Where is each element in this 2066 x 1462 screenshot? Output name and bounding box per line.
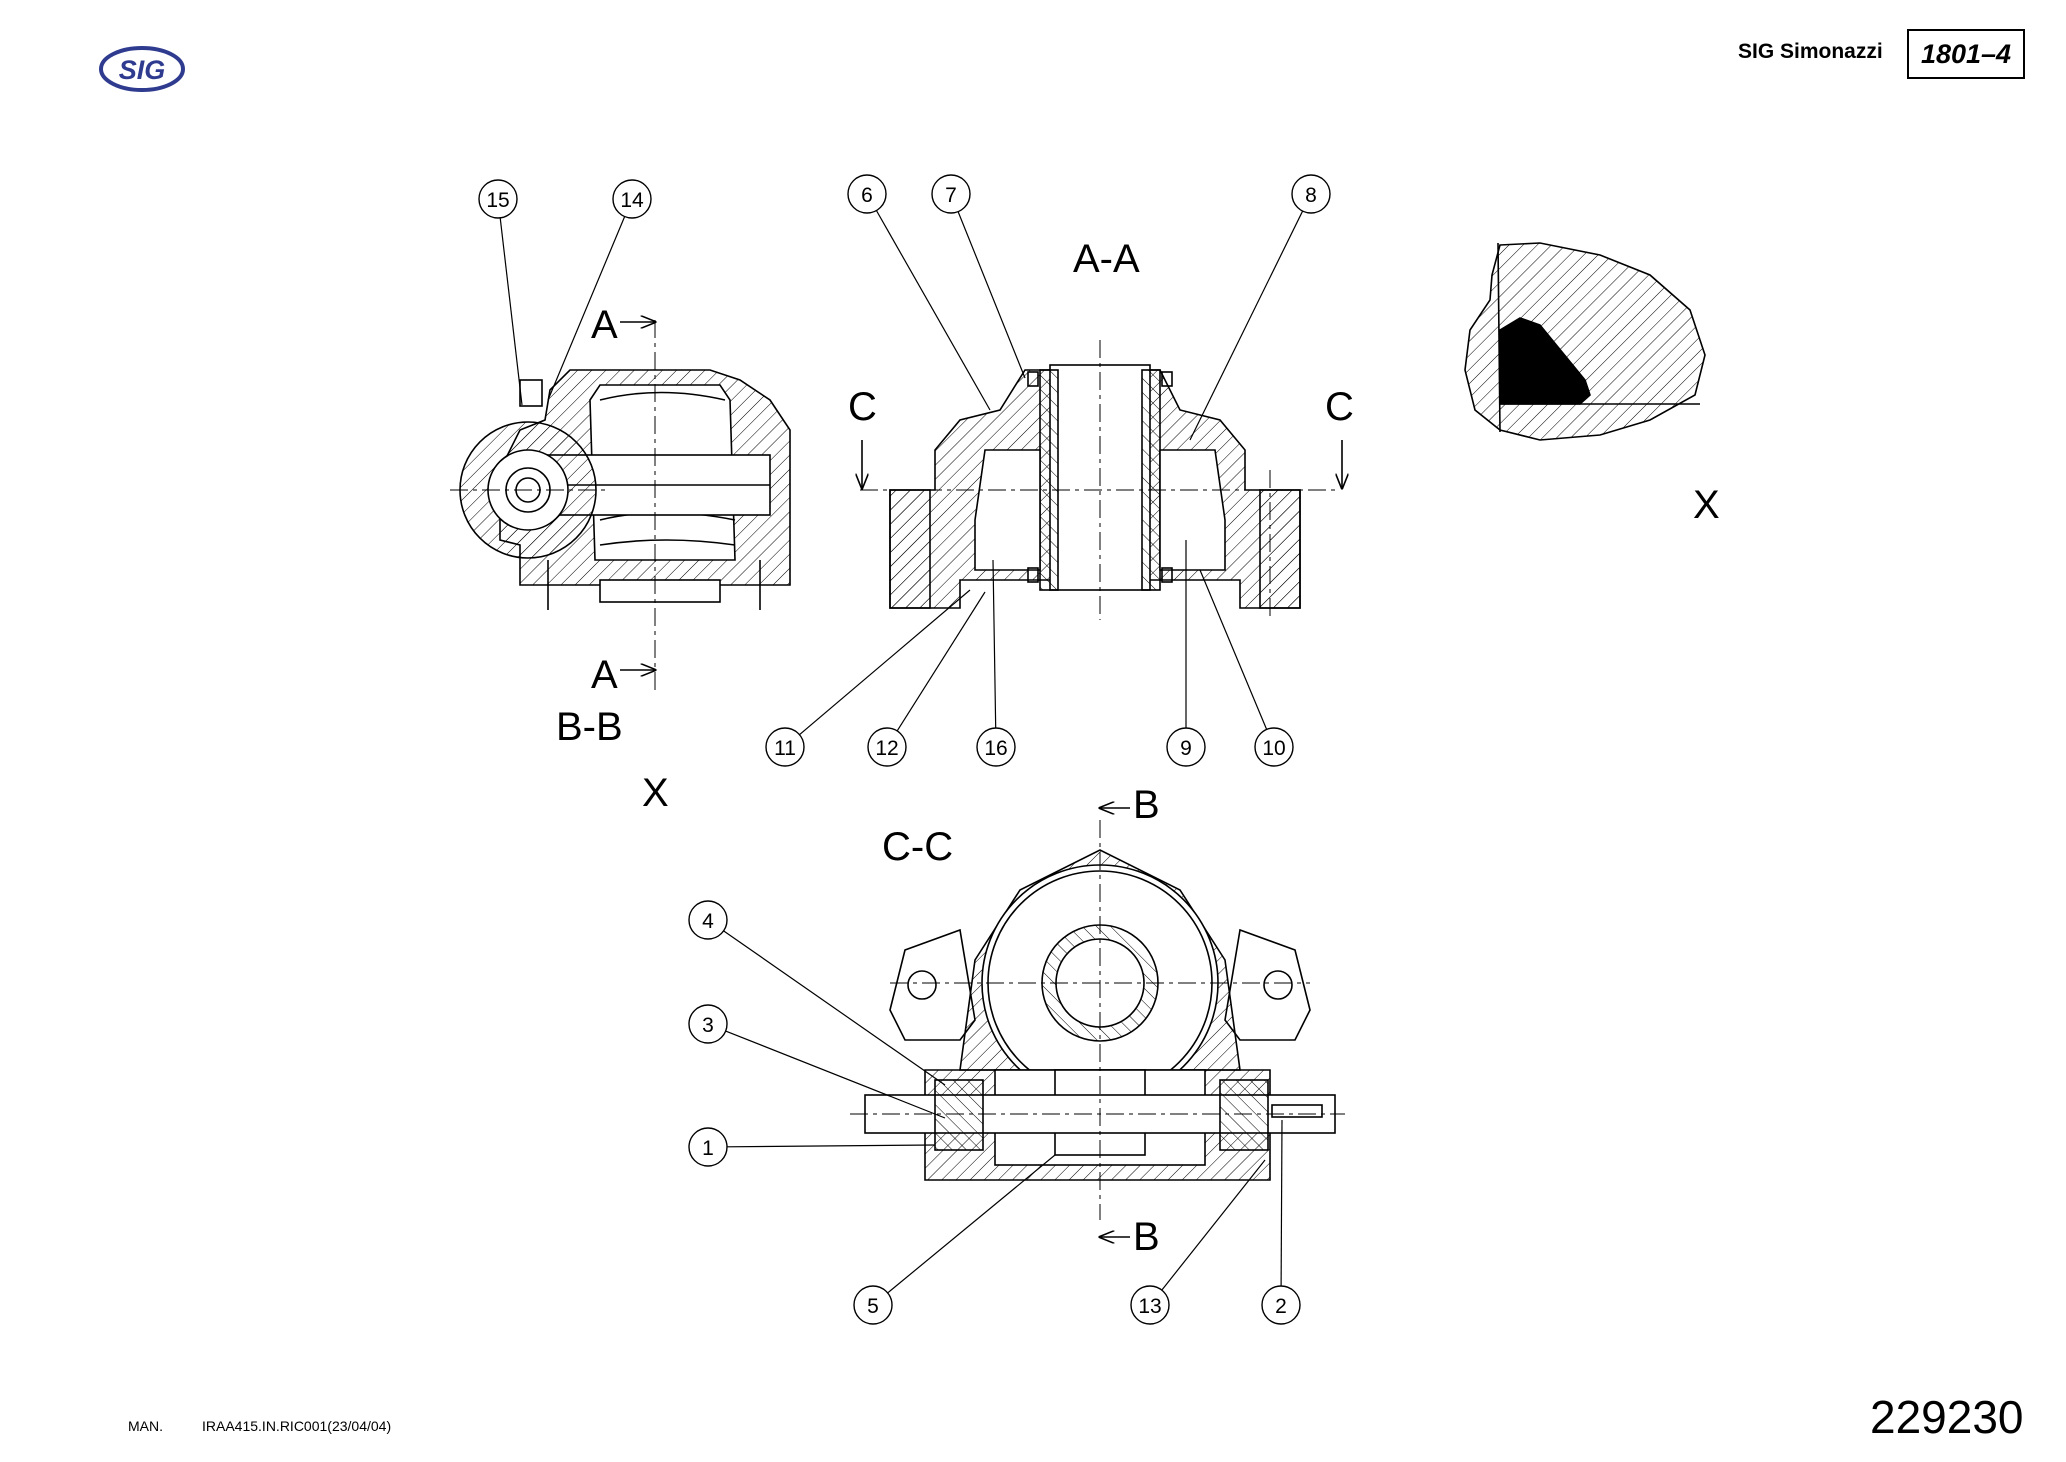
cut-b-bottom: B	[1133, 1215, 1160, 1259]
section-label-aa: A-A	[1073, 237, 1140, 281]
leader-line-5	[887, 1154, 1056, 1294]
reference-code: IRAA415.IN.RIC001(23/04/04)	[202, 1418, 392, 1434]
cut-a-top: A	[591, 303, 618, 347]
callout-label: 16	[984, 737, 1007, 760]
callout-label: 2	[1275, 1295, 1287, 1318]
callout-label: 6	[861, 184, 873, 207]
callout-label: 13	[1138, 1295, 1161, 1318]
callout-label: 3	[702, 1014, 714, 1037]
page-code: 1801–4	[1907, 29, 2025, 79]
callout-6: 6	[847, 174, 887, 214]
leader-line-16	[992, 559, 997, 729]
callout-16: 16	[976, 727, 1016, 767]
callout-label: 8	[1305, 184, 1317, 207]
callout-13: 13	[1130, 1285, 1170, 1325]
callout-label: 12	[875, 737, 898, 760]
cut-c-right: C	[1325, 385, 1354, 429]
callout-label: 7	[945, 184, 957, 207]
leader-line-11	[799, 589, 971, 736]
callout-5: 5	[853, 1285, 893, 1325]
brand-name: SIG Simonazzi	[1738, 40, 1883, 63]
detail-x-ref: X	[642, 771, 669, 815]
cut-a-bottom: A	[591, 653, 618, 697]
leader-line-14	[547, 216, 626, 401]
leader-line-4	[723, 930, 946, 1086]
callout-label: 5	[867, 1295, 879, 1318]
leader-line-13	[1161, 1159, 1266, 1291]
callout-label: 1	[702, 1137, 714, 1160]
callout-9: 9	[1166, 727, 1206, 767]
callout-label: 9	[1180, 737, 1192, 760]
callout-1: 1	[688, 1127, 728, 1167]
callout-label: 4	[702, 910, 714, 933]
callout-label: 11	[774, 737, 796, 760]
document-number: 229230	[1870, 1391, 2024, 1443]
callout-2: 2	[1261, 1285, 1301, 1325]
leader-line-7	[957, 211, 1026, 379]
detail-x-label: X	[1693, 483, 1720, 527]
callout-label: 15	[486, 189, 509, 212]
leader-line-2	[1280, 1119, 1283, 1287]
view-bb	[450, 320, 791, 690]
leader-line-3	[725, 1030, 946, 1119]
view-cc	[850, 808, 1345, 1237]
section-label-cc: C-C	[882, 825, 953, 869]
callout-label: 14	[620, 189, 644, 212]
callout-4: 4	[688, 900, 728, 940]
sig-logo: SIG	[99, 46, 185, 92]
callout-7: 7	[931, 174, 971, 214]
callout-3: 3	[688, 1004, 728, 1044]
leader-line-6	[875, 210, 991, 411]
callout-14: 14	[612, 179, 652, 219]
leader-line-8	[1189, 210, 1304, 441]
leader-line-1	[726, 1144, 936, 1148]
callout-8: 8	[1291, 174, 1331, 214]
man-label: MAN.	[128, 1418, 163, 1434]
cut-c-left: C	[848, 385, 877, 429]
callout-15: 15	[478, 179, 518, 219]
callout-10: 10	[1254, 727, 1294, 767]
detail-x	[1464, 242, 1706, 441]
callout-label: 10	[1262, 737, 1285, 760]
leader-line-12	[896, 591, 986, 732]
leader-line-10	[1199, 569, 1268, 730]
cut-b-top: B	[1133, 783, 1160, 827]
section-label-bb: B-B	[556, 705, 623, 749]
callout-11: 11	[765, 727, 805, 767]
view-aa	[860, 340, 1342, 620]
callout-12: 12	[867, 727, 907, 767]
logo-text: SIG	[119, 55, 166, 85]
leader-line-15	[499, 217, 523, 406]
